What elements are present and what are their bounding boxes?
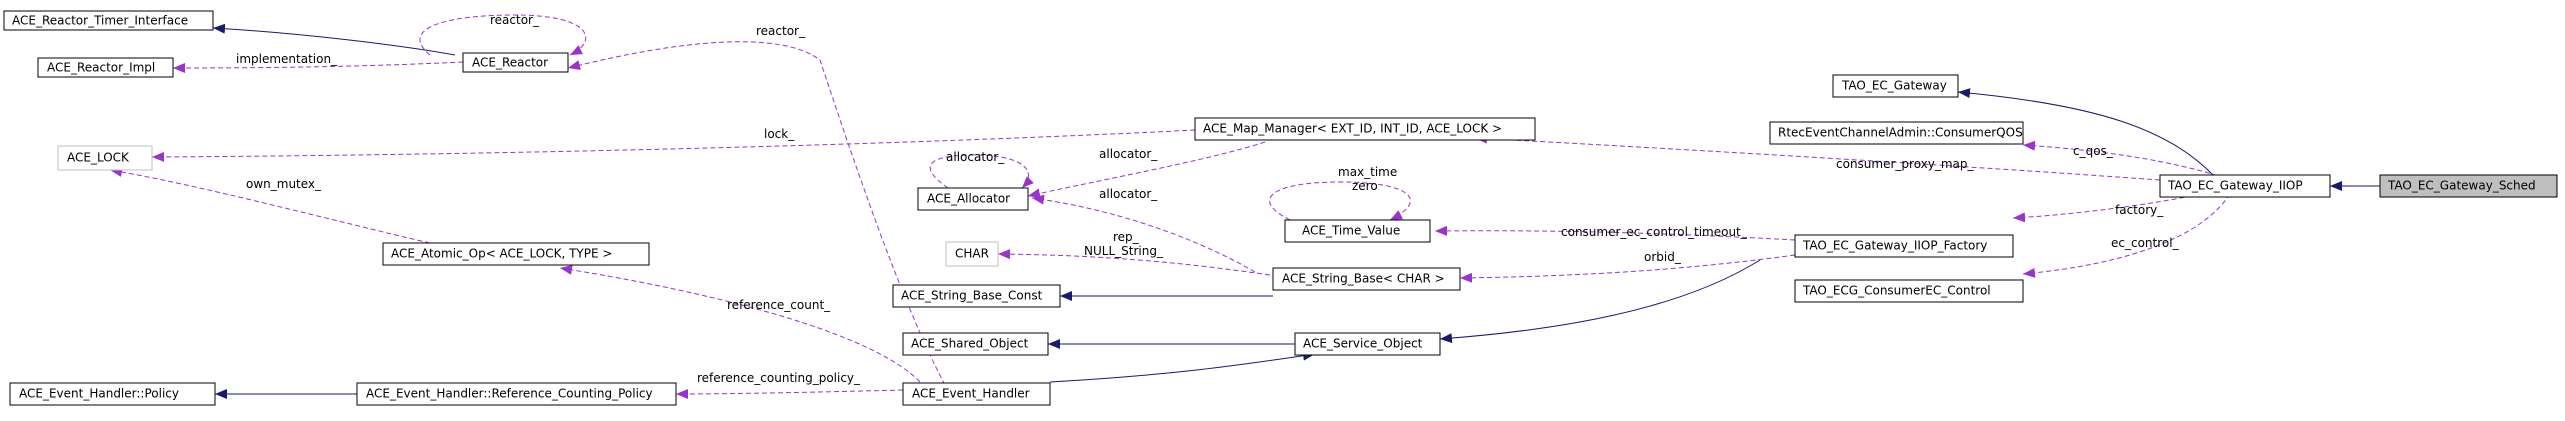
node-label: ACE_Atomic_Op< ACE_LOCK, TYPE >: [391, 247, 612, 261]
node-label: ACE_String_Base< CHAR >: [1282, 272, 1445, 286]
edge-label-reactor-eh: reactor_: [756, 24, 806, 38]
node-tao-ec-gateway-iiop[interactable]: TAO_EC_Gateway_IIOP: [2159, 174, 2331, 198]
edge-factory-to-service-object: [1439, 259, 1761, 344]
node-ace-reactor-impl[interactable]: ACE_Reactor_Impl: [37, 57, 174, 78]
edge-label-own-mutex: own_mutex_: [246, 177, 322, 191]
edge-label-factory: factory_: [2115, 203, 2164, 217]
nodes: ACE_Reactor_Timer_Interface ACE_Reactor_…: [3, 10, 2558, 406]
node-label: ACE_Service_Object: [1303, 337, 1423, 351]
edge-time-value-self-loop: [1269, 181, 1411, 221]
edges: [109, 14, 2380, 399]
edge-event-handler-to-service-object: [1049, 350, 1316, 383]
edge-factory-to-time-value: [1434, 225, 1796, 241]
edge-labels: reactor_ implementation_ reactor_ lock_ …: [236, 13, 2180, 385]
node-label: ACE_Time_Value: [1302, 224, 1400, 238]
node-ace-atomic-op[interactable]: ACE_Atomic_Op< ACE_LOCK, TYPE >: [382, 242, 650, 266]
node-ace-service-object[interactable]: ACE_Service_Object: [1294, 332, 1441, 356]
node-label: ACE_Reactor_Timer_Interface: [12, 14, 188, 28]
node-char[interactable]: CHAR: [945, 241, 999, 267]
node-ace-event-handler[interactable]: ACE_Event_Handler: [902, 382, 1051, 406]
edge-label-reactor-self: reactor_: [490, 13, 540, 27]
node-label: ACE_Reactor: [472, 56, 548, 70]
edge-gateway-iiop-to-consumer-qos: [2022, 140, 2226, 179]
edge-reactor-self-loop: [419, 14, 587, 56]
node-label: TAO_EC_Gateway: [1841, 79, 1947, 93]
edge-label-allocator-mm: allocator_: [1099, 147, 1158, 161]
edge-label-allocator-self: allocator_: [946, 150, 1005, 164]
edge-gateway-iiop-to-factory: [2012, 193, 2201, 223]
edge-gateway-iiop-to-ec-control: [2022, 193, 2231, 278]
node-ace-lock[interactable]: ACE_LOCK: [57, 145, 153, 171]
edge-event-handler-to-reactor: [567, 41, 946, 386]
node-ace-reactor-timer-interface[interactable]: ACE_Reactor_Timer_Interface: [3, 10, 214, 31]
edge-reactor-to-impl: [172, 61, 464, 73]
node-label: ACE_Event_Handler: [912, 387, 1030, 401]
node-label: ACE_Reactor_Impl: [47, 61, 155, 75]
edge-label-max-time: max_time: [1338, 165, 1397, 179]
edge-string-base-to-char: [997, 249, 1271, 276]
node-ace-string-base-const[interactable]: ACE_String_Base_Const: [892, 284, 1061, 308]
node-ace-shared-object[interactable]: ACE_Shared_Object: [902, 332, 1049, 356]
edge-label-implementation: implementation_: [236, 52, 338, 66]
node-label: TAO_EC_Gateway_IIOP_Factory: [1802, 239, 1987, 253]
node-label: ACE_Shared_Object: [911, 337, 1029, 351]
edge-event-handler-to-ref-policy: [675, 388, 904, 399]
node-ace-reactor[interactable]: ACE_Reactor: [462, 52, 569, 73]
edge-string-base-to-allocator: [1031, 194, 1256, 273]
node-label: ACE_LOCK: [67, 151, 130, 165]
node-rtec-consumer-qos[interactable]: RtecEventChannelAdmin::ConsumerQOS: [1769, 121, 2024, 145]
edge-label-c-qos: c_qos_: [2073, 144, 2114, 158]
node-tao-ecg-consumer-ec-control[interactable]: TAO_ECG_ConsumerEC_Control: [1794, 279, 2024, 303]
edge-label-ec-control: ec_control_: [2111, 236, 2180, 250]
edge-gateway-iiop-to-ec-gateway: [1957, 88, 2216, 178]
edge-factory-to-string-base: [1459, 254, 1796, 283]
node-ace-allocator[interactable]: ACE_Allocator: [917, 187, 1029, 211]
node-tao-ec-gateway-iiop-factory[interactable]: TAO_EC_Gateway_IIOP_Factory: [1794, 234, 2014, 258]
edge-label-allocator-sb: allocator_: [1099, 187, 1158, 201]
edge-label-orbid: orbid_: [1644, 250, 1682, 264]
edge-label-rep: rep_: [1113, 230, 1140, 244]
edge-label-consumer-proxy-map: consumer_proxy_map_: [1836, 157, 1975, 171]
edge-label-reference-count: reference_count_: [727, 298, 831, 312]
node-label: TAO_EC_Gateway_Sched: [2387, 179, 2536, 193]
edge-map-manager-to-lock: [151, 129, 1196, 162]
edge-event-handler-to-atomic-op: [559, 264, 921, 383]
edge-atomic-op-to-lock: [109, 167, 431, 244]
edge-gateway-iiop-to-map-manager: [1474, 133, 2161, 181]
node-label: CHAR: [955, 247, 989, 261]
node-label: ACE_Event_Handler::Policy: [19, 387, 179, 401]
node-label: ACE_Allocator: [927, 192, 1010, 206]
node-label: TAO_ECG_ConsumerEC_Control: [1802, 284, 1991, 298]
edge-label-null-string: NULL_String_: [1084, 244, 1164, 258]
node-tao-ec-gateway[interactable]: TAO_EC_Gateway: [1832, 74, 1959, 98]
node-tao-ec-gateway-sched[interactable]: TAO_EC_Gateway_Sched: [2379, 174, 2558, 198]
node-label: RtecEventChannelAdmin::ConsumerQOS: [1778, 126, 2023, 140]
edge-label-reference-counting-policy: reference_counting_policy_: [697, 371, 861, 385]
node-label: ACE_Map_Manager< EXT_ID, INT_ID, ACE_LOC…: [1203, 122, 1502, 136]
node-label: ACE_String_Base_Const: [901, 289, 1043, 303]
node-ace-map-manager[interactable]: ACE_Map_Manager< EXT_ID, INT_ID, ACE_LOC…: [1194, 117, 1536, 141]
edge-map-manager-to-allocator: [1027, 141, 1266, 199]
edge-label-lock: lock_: [764, 127, 795, 141]
node-label: TAO_EC_Gateway_IIOP: [2167, 179, 2303, 193]
node-ace-event-handler-policy[interactable]: ACE_Event_Handler::Policy: [9, 382, 216, 406]
node-ace-ref-counting-policy[interactable]: ACE_Event_Handler::Reference_Counting_Po…: [356, 382, 677, 406]
node-ace-string-base[interactable]: ACE_String_Base< CHAR >: [1272, 267, 1461, 291]
edge-reactor-to-timer-interface: [212, 23, 456, 56]
node-label: ACE_Event_Handler::Reference_Counting_Po…: [366, 387, 653, 401]
node-ace-time-value[interactable]: ACE_Time_Value: [1284, 219, 1431, 243]
edge-label-zero: zero: [1352, 179, 1378, 193]
edge-label-consumer-ec-control-timeout: consumer_ec_control_timeout_: [1561, 225, 1748, 239]
